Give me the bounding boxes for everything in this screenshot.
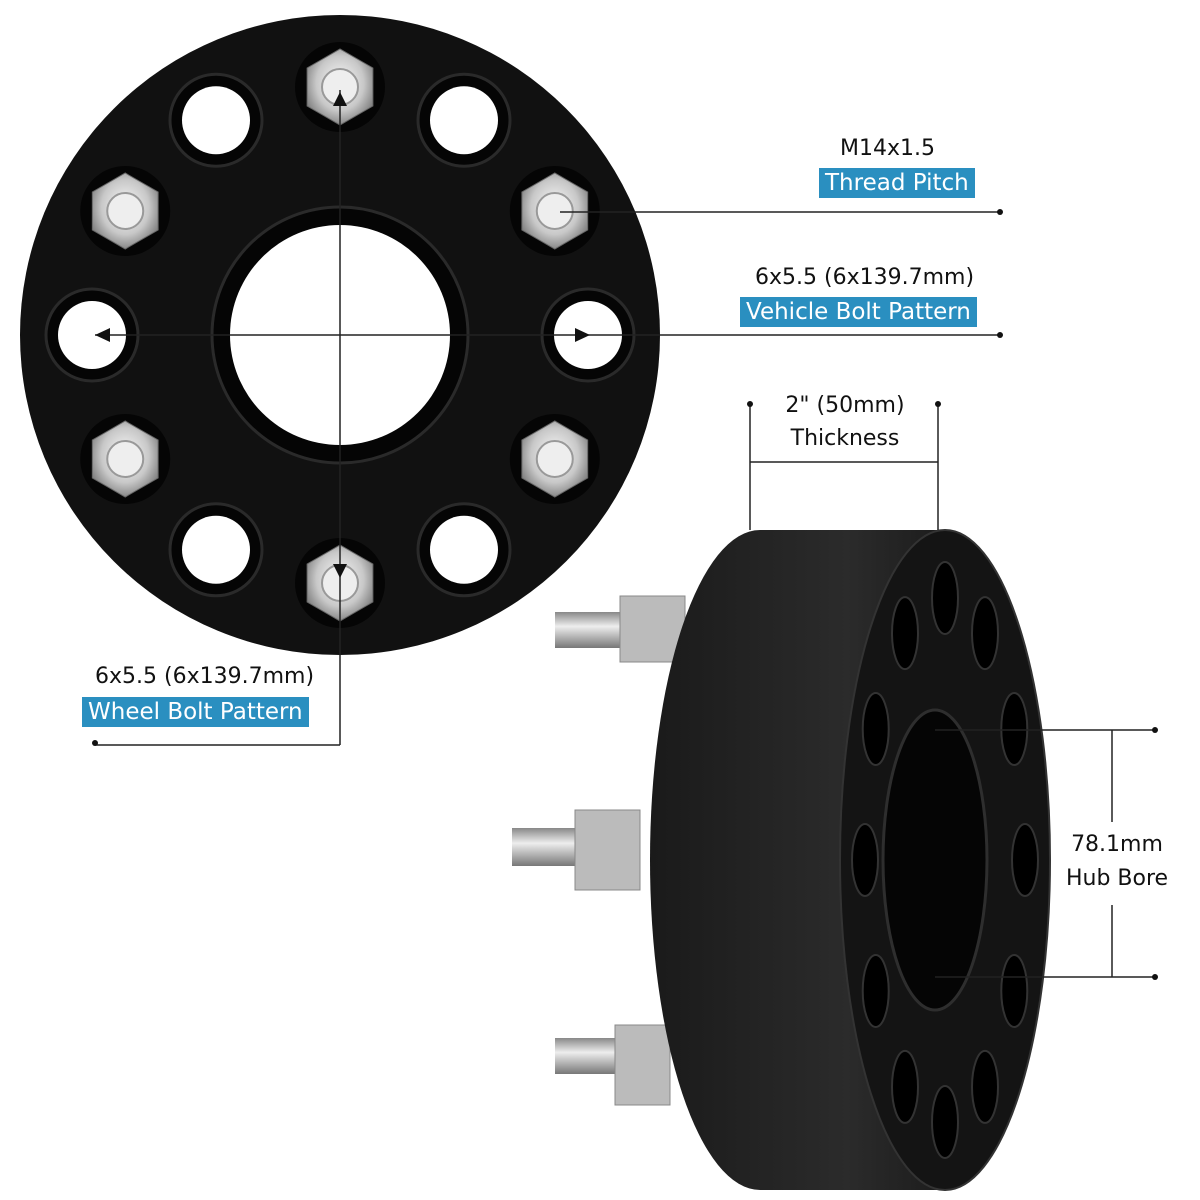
hub-bore-label: Hub Bore	[1065, 866, 1169, 891]
lug-nuts	[80, 42, 600, 628]
side-bolt-hole	[1011, 823, 1039, 897]
side-view-spacer	[512, 401, 1158, 1191]
side-bolt-hole	[931, 561, 959, 635]
side-bolt-holes	[851, 561, 1039, 1159]
side-bolt-hole	[931, 1085, 959, 1159]
bolt-hole-opening	[430, 515, 498, 584]
bolt-hole-opening	[182, 86, 250, 155]
bolt-hole-opening	[58, 301, 126, 369]
thread-pitch-value: M14x1.5	[840, 136, 935, 161]
side-bolt-hole	[1000, 692, 1029, 766]
wheel-bolt-pattern-tag: Wheel Bolt Pattern	[82, 697, 309, 727]
wheel-bolt-pattern-value: 6x5.5 (6x139.7mm)	[95, 664, 315, 689]
bolt-hole-opening	[430, 86, 498, 155]
side-bolt-hole	[971, 596, 999, 671]
stud-end	[535, 192, 574, 230]
side-bolt-hole	[851, 823, 879, 897]
thickness-label: Thickness	[790, 426, 900, 451]
stud-end	[106, 192, 145, 230]
side-bolt-hole	[891, 1049, 919, 1124]
hub-bore-value: 78.1mm	[1071, 832, 1163, 857]
thickness-value: 2" (50mm)	[785, 393, 905, 418]
thread-pitch-tag: Thread Pitch	[819, 168, 975, 198]
studs	[512, 595, 686, 1106]
side-bolt-hole	[861, 954, 890, 1028]
side-bolt-hole	[1000, 954, 1029, 1028]
side-bolt-hole	[861, 692, 890, 766]
side-bolt-hole	[971, 1049, 999, 1124]
bolt-hole-opening	[182, 515, 250, 584]
side-bolt-hole	[891, 596, 919, 671]
vehicle-bolt-pattern-tag: Vehicle Bolt Pattern	[740, 297, 977, 327]
stud-end	[106, 440, 145, 478]
stud-end	[535, 440, 574, 478]
front-view-spacer	[20, 15, 1003, 746]
vehicle-bolt-pattern-value: 6x5.5 (6x139.7mm)	[755, 265, 975, 290]
